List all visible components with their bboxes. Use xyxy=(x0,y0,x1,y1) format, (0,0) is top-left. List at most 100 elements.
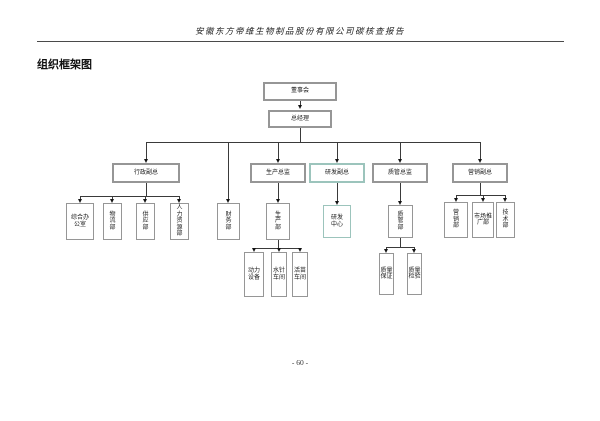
connector-line xyxy=(414,247,415,249)
connector-arrow xyxy=(251,248,256,252)
org-node-production-director-label: 生产总监 xyxy=(265,169,290,176)
org-node-general-manager-label: 总经理 xyxy=(290,115,309,122)
connector-arrow xyxy=(110,199,114,203)
connector-line xyxy=(505,195,506,198)
org-node-marketing-vp: 营销副总 xyxy=(452,163,508,183)
connector-line xyxy=(386,247,414,248)
org-node-logistics-dept-label: 物流部 xyxy=(109,211,116,231)
connector-line xyxy=(228,142,229,199)
org-node-hr-dept-label: 人力资源部 xyxy=(176,205,183,238)
org-node-finance-dept: 财务部 xyxy=(217,203,240,240)
org-node-supply-dept: 供应部 xyxy=(136,203,155,240)
connector-arrow xyxy=(297,105,302,109)
org-node-quality-inspection: 质量检验 xyxy=(407,253,422,295)
connector-line xyxy=(337,183,338,201)
org-node-rd-vp-label: 研发副总 xyxy=(324,169,349,176)
org-node-rd-center: 研发中心 xyxy=(323,205,351,238)
section-title: 组织框架图 xyxy=(37,59,92,71)
connector-line xyxy=(278,183,279,199)
org-node-quality-director-label: 质管总监 xyxy=(387,169,412,176)
org-node-live-vaccine-workshop-label: 活苗车间 xyxy=(294,268,307,281)
org-node-power-equipment-label: 动力设备 xyxy=(247,268,260,281)
org-node-admin-vp: 行政副总 xyxy=(112,163,180,183)
org-node-finance-dept-label: 财务部 xyxy=(225,211,232,231)
connector-line xyxy=(278,240,279,248)
connector-line xyxy=(400,142,401,159)
connector-arrow xyxy=(77,199,82,203)
connector-arrow xyxy=(275,199,280,203)
org-node-production-dept-label: 生产部 xyxy=(274,211,281,231)
org-node-water-injection-workshop: 水针车间 xyxy=(271,252,287,297)
connector-arrow xyxy=(143,199,147,203)
connector-line xyxy=(80,196,180,197)
org-node-technology-dept-label: 技术部 xyxy=(502,210,509,230)
connector-line xyxy=(480,142,481,159)
connector-arrow xyxy=(334,159,339,163)
connector-line xyxy=(400,238,401,247)
connector-arrow xyxy=(383,249,388,253)
org-node-rd-center-label: 研发中心 xyxy=(330,215,343,228)
connector-arrow xyxy=(502,198,507,202)
connector-arrow xyxy=(477,159,482,163)
org-node-quality-director: 质管总监 xyxy=(372,163,428,183)
org-node-general-office: 综合办公室 xyxy=(66,203,94,240)
connector-arrow xyxy=(411,249,416,253)
org-node-general-office-label: 综合办公室 xyxy=(70,215,89,228)
connector-line xyxy=(80,196,81,199)
connector-line xyxy=(146,142,480,143)
header-rule xyxy=(37,41,564,42)
connector-line xyxy=(400,183,401,201)
page-header-title: 安徽东方帝维生物制品股份有限公司碳核查报告 xyxy=(194,26,405,36)
connector-arrow xyxy=(275,159,280,163)
org-node-technology-dept: 技术部 xyxy=(496,202,515,238)
org-node-production-director: 生产总监 xyxy=(250,163,306,183)
org-node-board: 董事会 xyxy=(263,82,337,101)
connector-arrow xyxy=(297,248,302,252)
connector-line xyxy=(456,195,505,196)
org-node-marketing-dept-label: 营销部 xyxy=(452,210,459,230)
org-node-quality-assurance: 质量保证 xyxy=(379,253,394,295)
connector-arrow xyxy=(225,199,230,203)
org-node-general-manager: 总经理 xyxy=(268,110,332,128)
org-node-hr-dept: 人力资源部 xyxy=(170,203,189,240)
org-node-water-injection-workshop-label: 水针车间 xyxy=(273,268,286,281)
page-number: - 60 - xyxy=(291,358,309,367)
connector-line xyxy=(146,183,147,196)
org-node-supply-dept-label: 供应部 xyxy=(142,211,149,231)
org-node-logistics-dept: 物流部 xyxy=(103,203,122,240)
connector-line xyxy=(146,142,147,159)
connector-line xyxy=(456,195,457,198)
connector-line xyxy=(386,247,387,249)
connector-arrow xyxy=(177,199,181,203)
connector-line xyxy=(480,183,481,195)
connector-arrow xyxy=(276,248,281,252)
org-node-quality-inspection-label: 质量检验 xyxy=(408,267,421,281)
org-node-quality-assurance-label: 质量保证 xyxy=(380,267,393,281)
connector-line xyxy=(179,196,180,199)
org-node-market-promotion-dept-label: 市场推广部 xyxy=(473,213,492,227)
connector-arrow xyxy=(453,198,458,202)
org-node-board-label: 董事会 xyxy=(290,88,309,95)
org-node-rd-vp: 研发副总 xyxy=(309,163,365,183)
connector-arrow xyxy=(143,159,148,163)
org-node-marketing-vp-label: 营销副总 xyxy=(467,169,492,176)
connector-line xyxy=(300,101,301,106)
connector-line xyxy=(112,196,113,199)
connector-arrow xyxy=(480,198,485,202)
connector-line xyxy=(337,142,338,159)
org-node-quality-dept: 质管部 xyxy=(388,205,413,238)
org-node-quality-dept-label: 质管部 xyxy=(397,211,404,231)
org-node-production-dept: 生产部 xyxy=(266,203,290,240)
connector-line xyxy=(145,196,146,199)
org-node-market-promotion-dept: 市场推广部 xyxy=(472,202,494,238)
org-node-marketing-dept: 营销部 xyxy=(444,202,468,238)
org-node-power-equipment: 动力设备 xyxy=(244,252,264,297)
connector-line xyxy=(300,128,301,142)
connector-arrow xyxy=(397,159,402,163)
org-node-live-vaccine-workshop: 活苗车间 xyxy=(292,252,308,297)
org-node-admin-vp-label: 行政副总 xyxy=(133,169,158,176)
connector-arrow xyxy=(397,201,402,205)
connector-line xyxy=(483,195,484,198)
connector-arrow xyxy=(334,201,339,205)
